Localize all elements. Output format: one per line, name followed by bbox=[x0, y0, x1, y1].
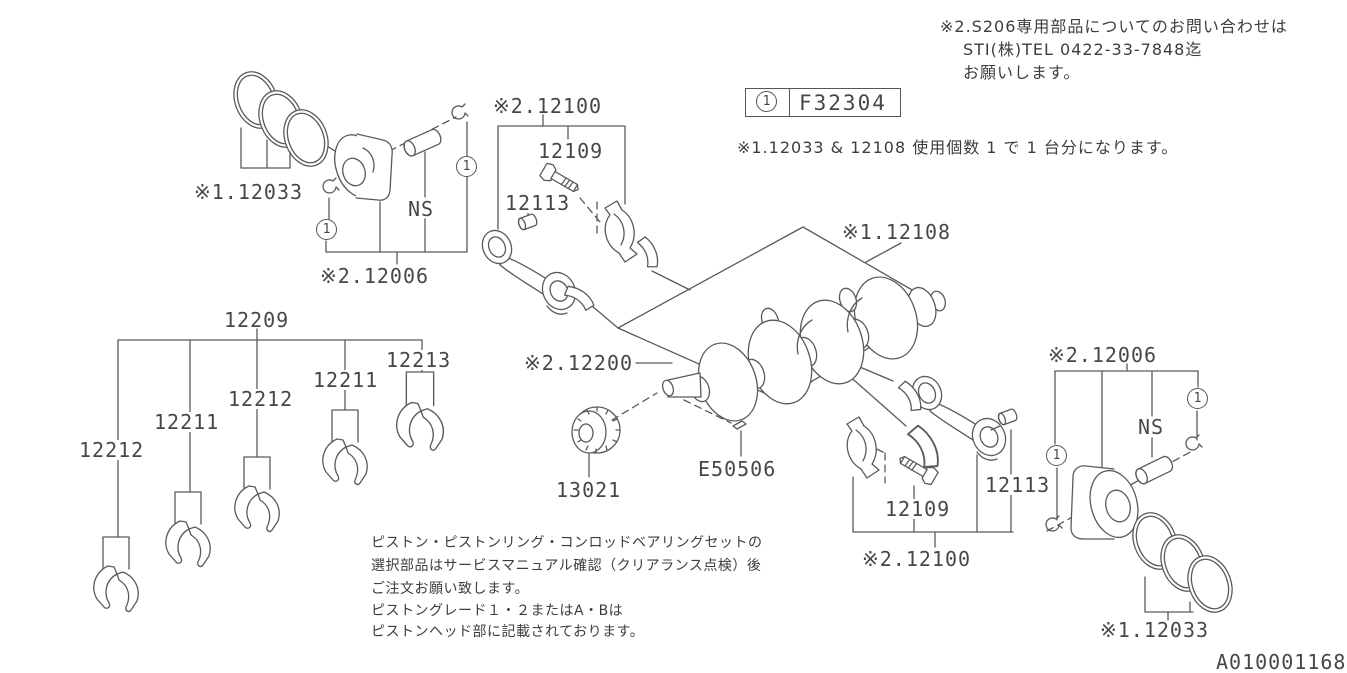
label-mid-bushing: 12113 bbox=[503, 191, 573, 215]
s206-note-line1: ※2.S206専用部品についてのお問い合わせは bbox=[940, 17, 1288, 36]
usage-note: ※1.12033 & 12108 使用個数 1 で 1 台分になります。 bbox=[737, 138, 1179, 157]
s206-note-line3: お願いします。 bbox=[963, 63, 1081, 82]
callout-1-badge: 1 bbox=[756, 91, 777, 112]
crankshaft-drawing bbox=[635, 276, 947, 422]
selection-note-line3: ご注文お願い致します。 bbox=[371, 581, 530, 597]
left-piston-assembly bbox=[225, 64, 469, 265]
label-left-ns: NS bbox=[408, 197, 435, 221]
label-right-ns: NS bbox=[1138, 415, 1165, 439]
selection-note-line1: ピストン・ピストンリング・コンロッドベアリングセットの bbox=[371, 535, 763, 551]
callout-1-left-lower: 1 bbox=[316, 219, 337, 240]
label-sprocket: 13021 bbox=[556, 478, 622, 502]
label-crank-set: ※1.12108 bbox=[842, 220, 952, 244]
label-bearing-5: 12213 bbox=[384, 348, 454, 372]
label-right-rings: ※1.12033 bbox=[1100, 618, 1210, 642]
label-mid-bolt: 12109 bbox=[536, 139, 606, 163]
label-left-rings: ※1.12033 bbox=[194, 180, 304, 204]
label-left-piston-set: ※2.12006 bbox=[320, 264, 430, 288]
callout-1-right-upper: 1 bbox=[1187, 388, 1208, 409]
grade-note-line2: ピストンヘッド部に記載されております。 bbox=[371, 624, 645, 640]
label-bearing-4: 12211 bbox=[311, 368, 381, 392]
s206-note-line2: STI(株)TEL 0422-33-7848迄 bbox=[963, 40, 1203, 59]
label-bearing-3: 12212 bbox=[226, 387, 296, 411]
label-right-bolt: 12109 bbox=[883, 497, 953, 521]
label-bearing-set: 12209 bbox=[224, 308, 290, 332]
reference-code: F32304 bbox=[799, 90, 887, 115]
document-number: A010001168 bbox=[1216, 650, 1347, 673]
label-right-bushing: 12113 bbox=[983, 473, 1053, 497]
reference-box: 1 F32304 bbox=[745, 88, 901, 117]
label-right-rod-set: ※2.12100 bbox=[862, 547, 972, 571]
label-bearing-1: 12212 bbox=[77, 438, 147, 462]
woodruff-key-drawing bbox=[732, 420, 747, 457]
label-right-piston-set: ※2.12006 bbox=[1048, 343, 1158, 367]
callout-1-right-lower: 1 bbox=[1046, 445, 1067, 466]
sprocket-drawing bbox=[571, 406, 621, 478]
label-woodruff-key: E50506 bbox=[698, 457, 777, 481]
label-crankshaft: ※2.12200 bbox=[524, 351, 634, 375]
grade-note-line1: ピストングレード１・２またはA・Bは bbox=[371, 603, 624, 619]
selection-note-line2: 選択部品はサービスマニュアル確認（クリアランス点検）後 bbox=[371, 558, 762, 574]
middle-rod-assembly bbox=[476, 114, 662, 316]
right-piston-assembly bbox=[1045, 363, 1241, 621]
callout-1-left-upper: 1 bbox=[456, 156, 477, 177]
right-rod-assembly bbox=[846, 371, 1019, 548]
label-bearing-2: 12211 bbox=[152, 410, 222, 434]
label-mid-rod-set: ※2.12100 bbox=[493, 94, 603, 118]
reference-callout-cell: 1 bbox=[746, 89, 790, 116]
